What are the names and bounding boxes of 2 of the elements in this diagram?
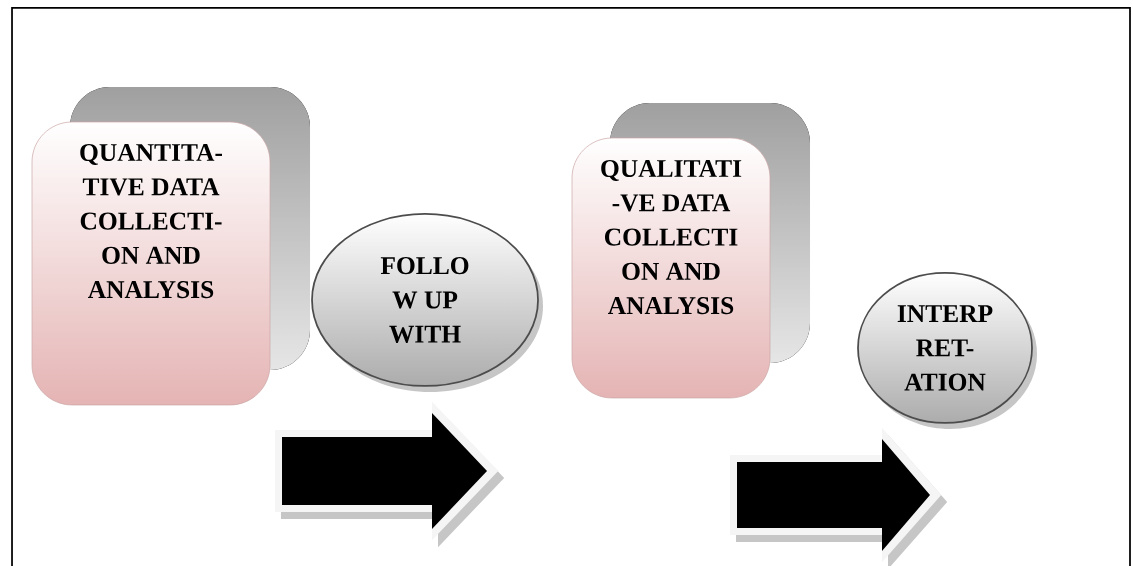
3d-box: QUANTITA- TIVE DATA COLLECTI- ON AND ANALYSIS	[31, 87, 310, 406]
3d-box: QUALITATI -VE DATA COLLECTI ON AND ANALYSIS	[571, 103, 810, 399]
